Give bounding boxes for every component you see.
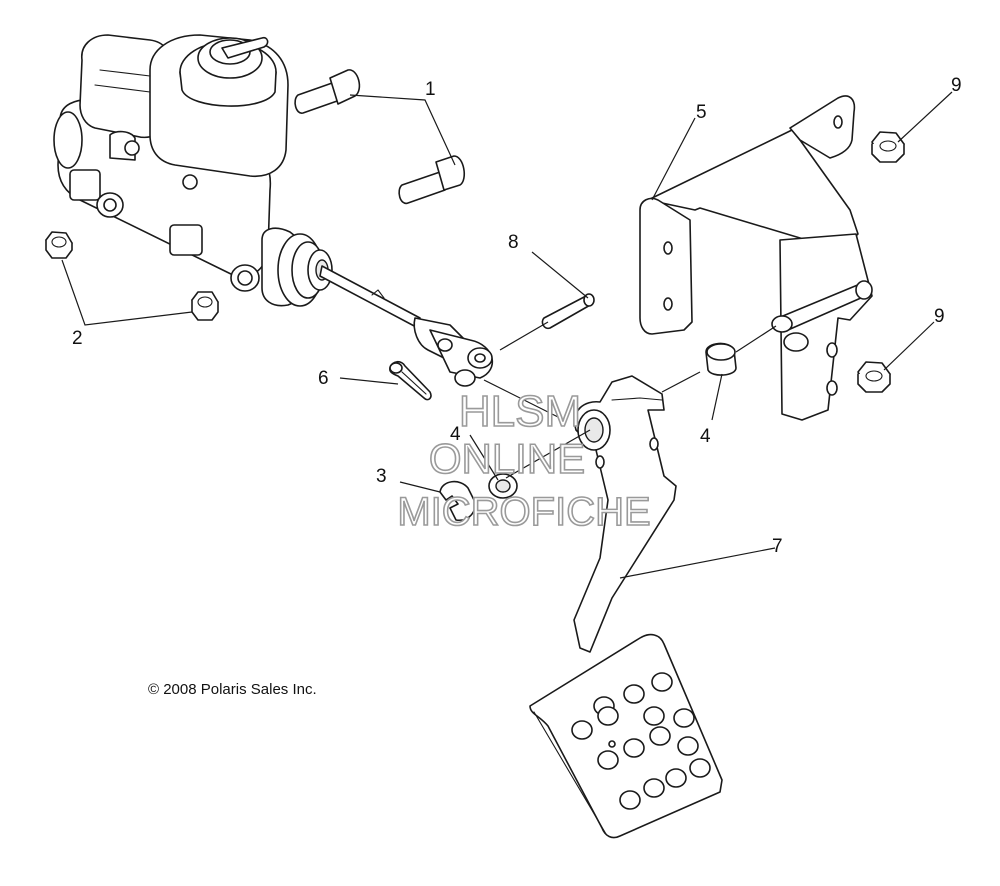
nut-lower-left <box>191 291 219 321</box>
callout-9-upper: 9 <box>951 75 962 96</box>
callout-1: 1 <box>425 79 436 100</box>
watermark-line-1: HLSM <box>459 387 581 436</box>
master-cylinder <box>53 34 333 307</box>
bushing-left <box>488 473 518 499</box>
callouts: 1 2 3 4 4 5 6 7 8 9 9 <box>72 75 962 557</box>
callout-5: 5 <box>696 102 707 123</box>
bolt-upper <box>294 69 361 114</box>
leader-lines <box>61 91 953 579</box>
brake-pedal-arm <box>573 375 677 653</box>
cotter-pin <box>389 360 432 401</box>
clevis-pin <box>541 293 595 330</box>
callout-2: 2 <box>72 328 83 349</box>
callout-8: 8 <box>508 232 519 253</box>
callout-6: 6 <box>318 368 329 389</box>
callout-9-lower: 9 <box>934 306 945 327</box>
callout-3: 3 <box>376 466 387 487</box>
brake-pedal-pad <box>529 633 723 839</box>
bushing-right <box>705 342 737 376</box>
callout-4-right: 4 <box>700 426 711 447</box>
copyright-notice: © 2008 Polaris Sales Inc. <box>148 681 317 698</box>
pedal-mount-bracket <box>639 95 873 421</box>
pedal-pad-holes <box>571 672 711 810</box>
flange-nut-upper-right <box>871 131 905 163</box>
nut-upper-left <box>45 231 73 259</box>
e-clip <box>439 480 476 522</box>
callout-4-left: 4 <box>450 424 461 445</box>
watermark-line-3: MICROFICHE <box>397 490 650 534</box>
bolt-lower <box>398 155 466 205</box>
pushrod-clevis <box>319 265 494 387</box>
watermark-line-2: ONLINE <box>429 435 585 482</box>
flange-nut-lower-right <box>857 361 891 393</box>
callout-7: 7 <box>772 536 783 557</box>
watermark: HLSM ONLINE MICROFICHE <box>397 386 652 535</box>
